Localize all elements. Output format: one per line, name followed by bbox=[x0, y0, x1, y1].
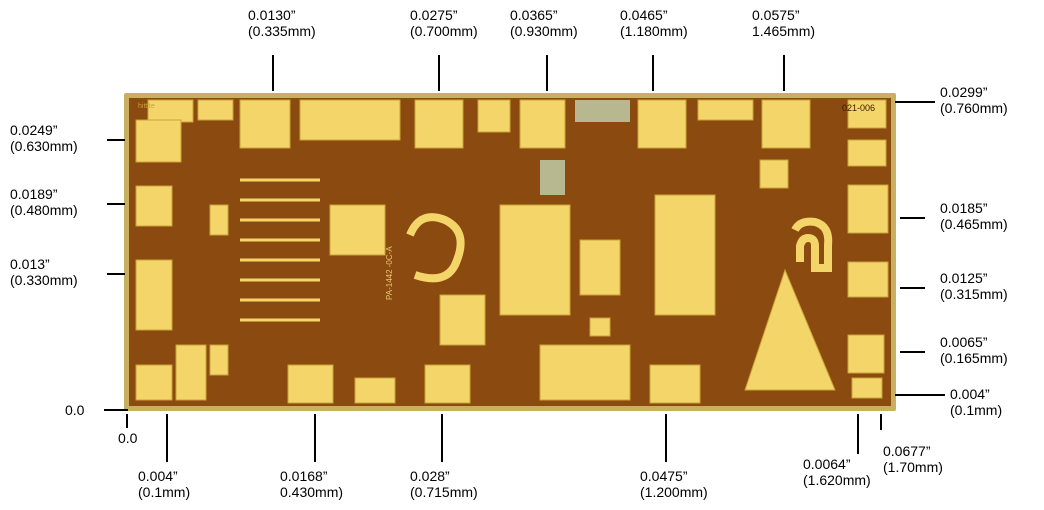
bottom-label-5-mm: (1.620mm) bbox=[803, 472, 871, 488]
right-tick-1 bbox=[895, 101, 935, 103]
left-tick-3 bbox=[107, 273, 125, 275]
right-tick-2 bbox=[900, 217, 925, 219]
bottom-label-5: 0.0064”(1.620mm) bbox=[803, 456, 871, 488]
top-pads bbox=[147, 99, 887, 149]
left-tick-2 bbox=[107, 203, 125, 205]
bottom-tick-1 bbox=[166, 414, 168, 462]
right-label-2-mm: (0.465mm) bbox=[940, 216, 1008, 232]
right-label-1-mm: (0.760mm) bbox=[940, 100, 1008, 116]
left-pads bbox=[135, 119, 207, 401]
right-label-5-mm: (0.1mm) bbox=[950, 402, 1003, 418]
bottom-label-1: 0.004”(0.1mm) bbox=[138, 468, 190, 500]
bottom-tick-6 bbox=[880, 414, 882, 430]
top-label-2-inch: 0.0275” bbox=[410, 7, 458, 23]
top-label-2-mm: (0.700mm) bbox=[410, 23, 478, 39]
bottom-label-4: 0.0475”(1.200mm) bbox=[640, 468, 708, 500]
bottom-label-6-inch: 0.0677” bbox=[883, 443, 931, 459]
bottom-label-6: 0.0677”(1.70mm) bbox=[883, 443, 943, 475]
top-label-1: 0.0130”(0.335mm) bbox=[248, 7, 316, 39]
origin-y-tick bbox=[104, 409, 128, 411]
bottom-label-1-mm: (0.1mm) bbox=[138, 484, 191, 500]
right-label-3-mm: (0.315mm) bbox=[940, 286, 1008, 302]
top-label-5-inch: 0.0575” bbox=[752, 7, 800, 23]
right-label-3: 0.0125”(0.315mm) bbox=[940, 270, 1008, 302]
bottom-label-3: 0.028”(0.715mm) bbox=[410, 468, 478, 500]
part-number-marking: 021-006 bbox=[842, 103, 875, 113]
top-tick-5 bbox=[783, 55, 785, 91]
left-tick-1 bbox=[107, 139, 125, 141]
right-label-4: 0.0065”(0.165mm) bbox=[940, 334, 1008, 366]
bottom-label-6-mm: (1.70mm) bbox=[883, 459, 943, 475]
top-tick-1 bbox=[272, 55, 274, 91]
top-label-4-inch: 0.0465” bbox=[620, 7, 668, 23]
bottom-label-5-inch: 0.0064” bbox=[803, 456, 851, 472]
right-label-5-inch: 0.004” bbox=[950, 386, 990, 402]
bottom-label-4-inch: 0.0475” bbox=[640, 468, 688, 484]
corner-logo: hittite bbox=[138, 103, 155, 110]
bottom-label-2: 0.0168”0.430mm) bbox=[280, 468, 343, 500]
top-label-4: 0.0465”(1.180mm) bbox=[620, 7, 688, 39]
circuit-features bbox=[209, 159, 836, 391]
right-label-4-inch: 0.0065” bbox=[940, 334, 988, 350]
top-tick-2 bbox=[438, 55, 440, 91]
bottom-label-2-inch: 0.0168” bbox=[280, 468, 328, 484]
top-label-4-mm: (1.180mm) bbox=[620, 23, 688, 39]
top-label-5-mm: 1.465mm) bbox=[752, 23, 816, 39]
top-label-2: 0.0275”(0.700mm) bbox=[410, 7, 478, 39]
bottom-label-3-mm: (0.715mm) bbox=[410, 484, 478, 500]
top-label-1-inch: 0.0130” bbox=[248, 7, 296, 23]
left-label-3-mm: (0.330mm) bbox=[10, 272, 78, 288]
left-label-1-mm: (0.630mm) bbox=[10, 138, 78, 154]
left-label-1: 0.0249”(0.630mm) bbox=[10, 122, 78, 154]
top-tick-4 bbox=[652, 55, 654, 91]
left-label-1-inch: 0.0249” bbox=[10, 122, 58, 138]
left-label-3: 0.013”(0.330mm) bbox=[10, 256, 78, 288]
bottom-tick-3 bbox=[441, 414, 443, 462]
right-label-4-mm: (0.165mm) bbox=[940, 350, 1008, 366]
right-tick-4 bbox=[900, 351, 925, 353]
origin-x-tick bbox=[126, 414, 128, 428]
top-label-5: 0.0575”1.465mm) bbox=[752, 7, 815, 39]
bottom-tick-5 bbox=[857, 414, 859, 454]
right-pads bbox=[847, 139, 889, 399]
right-label-1: 0.0299”(0.760mm) bbox=[940, 84, 1008, 116]
bottom-tick-2 bbox=[314, 414, 316, 462]
bottom-tick-4 bbox=[665, 414, 667, 462]
top-label-3-mm: (0.930mm) bbox=[510, 23, 578, 39]
right-label-1-inch: 0.0299” bbox=[940, 84, 988, 100]
bottom-pads bbox=[287, 344, 701, 404]
top-label-3-inch: 0.0365” bbox=[510, 7, 558, 23]
top-tick-3 bbox=[546, 55, 548, 91]
left-label-2-mm: (0.480mm) bbox=[10, 202, 78, 218]
bottom-label-2-mm: 0.430mm) bbox=[280, 484, 344, 500]
right-label-2-inch: 0.0185” bbox=[940, 200, 988, 216]
origin-x-label: 0.0 bbox=[118, 430, 138, 446]
right-label-5: 0.004”(0.1mm) bbox=[950, 386, 1002, 418]
top-label-3: 0.0365”(0.930mm) bbox=[510, 7, 578, 39]
left-label-2: 0.0189”(0.480mm) bbox=[10, 186, 78, 218]
right-label-2: 0.0185”(0.465mm) bbox=[940, 200, 1008, 232]
top-label-1-mm: (0.335mm) bbox=[248, 23, 316, 39]
right-label-3-inch: 0.0125” bbox=[940, 270, 988, 286]
bottom-label-1-inch: 0.004” bbox=[138, 468, 178, 484]
right-tick-3 bbox=[900, 287, 925, 289]
left-label-3-inch: 0.013” bbox=[10, 256, 50, 272]
bottom-label-4-mm: (1.200mm) bbox=[640, 484, 708, 500]
vertical-marking: PA-1442 -0C-A bbox=[385, 246, 394, 300]
origin-y-label: 0.0 bbox=[65, 402, 85, 418]
right-tick-5 bbox=[895, 394, 945, 396]
left-label-2-inch: 0.0189” bbox=[10, 186, 58, 202]
bottom-label-3-inch: 0.028” bbox=[410, 468, 450, 484]
